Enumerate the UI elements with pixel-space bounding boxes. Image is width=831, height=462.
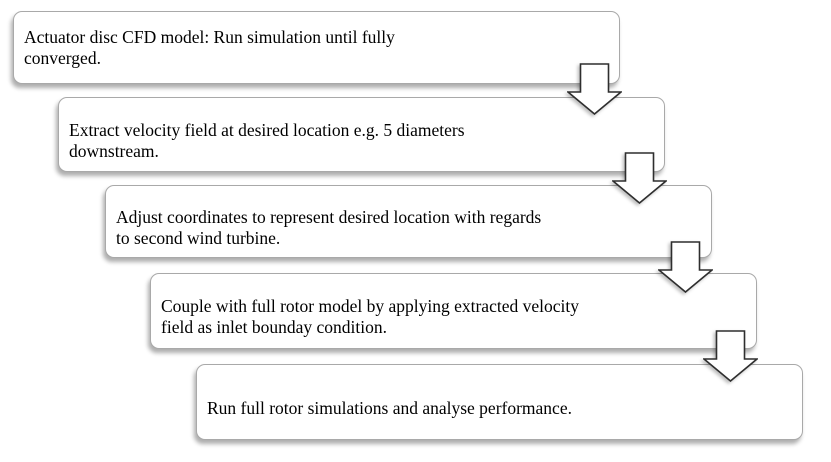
flow-step-2-label: Extract velocity field at desired locati… [69, 119, 465, 161]
flow-step-5-label: Run full rotor simulations and analyse p… [207, 397, 572, 418]
block-arrow-down-icon-2 [612, 152, 667, 204]
flow-step-4: Couple with full rotor model by applying… [150, 273, 757, 349]
flow-step-1-label: Actuator disc CFD model: Run simulation … [24, 26, 395, 68]
flow-step-4-label: Couple with full rotor model by applying… [161, 296, 579, 337]
flow-step-2: Extract velocity field at desired locati… [58, 97, 665, 172]
flow-step-3: Adjust coordinates to represent desired … [105, 185, 712, 258]
block-arrow-down-icon-1 [567, 63, 622, 115]
flow-step-5: Run full rotor simulations and analyse p… [196, 364, 803, 440]
block-arrow-down-icon-4 [703, 330, 758, 382]
flow-step-3-label: Adjust coordinates to represent desired … [116, 206, 542, 248]
block-arrow-down-icon-3 [658, 241, 713, 293]
flow-step-1: Actuator disc CFD model: Run simulation … [13, 11, 620, 84]
